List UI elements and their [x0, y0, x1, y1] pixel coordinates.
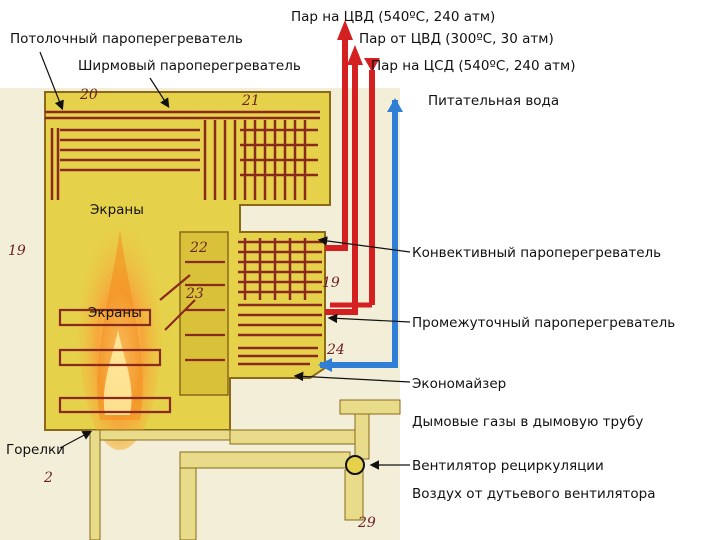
flame-hot: [103, 330, 132, 415]
ref-24: 24: [327, 342, 345, 358]
reheater-tubes: [238, 303, 322, 337]
feed-water-label: Питательная вода: [428, 93, 560, 109]
steam-pipes: [320, 40, 398, 368]
furnace-screen-tubes: [58, 260, 225, 414]
screen-superheater-tubes: [60, 120, 318, 200]
hp-steam-pipe: [325, 40, 348, 251]
ref-19-right: 19: [322, 275, 340, 291]
ip-steam-arrow-icon: [347, 45, 363, 65]
air-ducts: [89, 399, 401, 540]
leader-lines: [39, 51, 411, 470]
flue-gas-label: Дымовые газы в дымовую трубу: [412, 414, 644, 430]
reheater-label: Промежуточный пароперегреватель: [412, 315, 676, 331]
ceiling-superheater-tubes: [45, 110, 320, 200]
steam-from-hp-label: Пар от ЦВД (300ºС, 30 атм): [359, 31, 554, 47]
partition-wall: [179, 231, 229, 396]
convective-superheater-tubes: [238, 238, 322, 300]
steam-ip-label: Пар на ЦСД (540ºС, 240 атм): [371, 58, 576, 74]
ip-steam-pipe: [325, 65, 358, 315]
ref-19-left: 19: [8, 243, 26, 259]
feed-water-pipe: [320, 100, 398, 368]
ref-23: 23: [186, 286, 204, 302]
feed-water-arrow-icon: [387, 98, 403, 112]
steam-down-arrow-icon: [364, 58, 380, 72]
hp-steam-arrow-icon: [337, 20, 353, 40]
recirculation-fan-label: Вентилятор рециркуляции: [412, 458, 604, 474]
ref-2: 2: [44, 470, 53, 486]
ref-21: 21: [242, 93, 260, 109]
burners-label: Горелки: [6, 442, 65, 458]
steam-hp-label: Пар на ЦВД (540ºС, 240 атм): [291, 9, 496, 25]
screen-superheater-label: Ширмовый пароперегреватель: [78, 58, 301, 74]
recirculation-fan-icon: [345, 455, 365, 475]
feed-water-inlet-arrow-icon: [318, 358, 332, 372]
screens-lower-label: Экраны: [88, 305, 142, 321]
convective-superheater-label: Конвективный пароперегреватель: [412, 245, 662, 261]
forced-air-label: Воздух от дутьевого вентилятора: [412, 486, 656, 502]
ceiling-superheater-label: Потолочный пароперегреватель: [10, 31, 243, 47]
ref-29: 29: [358, 515, 376, 531]
economizer-tubes: [238, 346, 318, 366]
economizer-label: Экономайзер: [412, 376, 507, 392]
screens-upper-label: Экраны: [90, 202, 144, 218]
ref-20: 20: [80, 87, 98, 103]
ref-22: 22: [190, 240, 208, 256]
